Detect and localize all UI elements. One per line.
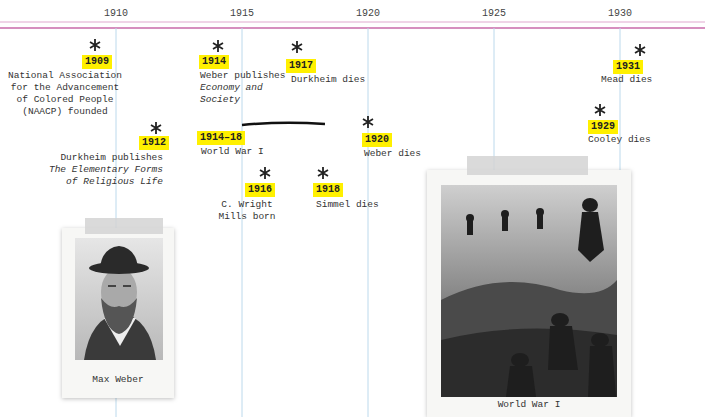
event-year: 1912 xyxy=(139,136,169,150)
asterisk xyxy=(213,40,223,52)
event-text: World War I xyxy=(201,146,264,158)
book-title: Economy and Society xyxy=(200,82,274,106)
war-span-bar xyxy=(242,123,325,125)
event-year: 1914 xyxy=(199,55,229,69)
event-text: Weber dies xyxy=(364,148,421,160)
event-text: Simmel dies xyxy=(316,199,379,211)
axis-year: 1925 xyxy=(474,8,514,20)
event-text: C. Wright Mills born xyxy=(216,199,278,223)
asterisk xyxy=(90,39,100,51)
event-year: 1920 xyxy=(362,133,392,147)
asterisk xyxy=(595,104,605,116)
weber-photo xyxy=(62,218,174,398)
event-text: Mead dies xyxy=(601,74,652,86)
event-text: Cooley dies xyxy=(588,134,651,146)
event-text: Weber publishes xyxy=(200,70,286,82)
axis-year: 1910 xyxy=(96,8,136,20)
event-asterisks xyxy=(90,39,645,179)
asterisk xyxy=(363,116,373,128)
asterisk xyxy=(151,122,161,134)
war-photo xyxy=(427,156,631,417)
event-year: 1914–18 xyxy=(197,131,245,145)
event-year: 1909 xyxy=(82,55,112,69)
photo-frame: Max Weber xyxy=(62,228,174,398)
event-year: 1917 xyxy=(286,59,316,73)
asterisk xyxy=(635,44,645,56)
event-text: Durkheim dies xyxy=(291,74,365,86)
asterisk xyxy=(292,41,302,53)
event-text: Durkheim publishes xyxy=(45,152,163,164)
event-year: 1918 xyxy=(313,183,343,197)
asterisk xyxy=(318,167,328,179)
tape xyxy=(85,218,163,234)
event-year: 1929 xyxy=(588,120,618,134)
tape xyxy=(467,156,588,175)
event-text: National Association for the Advancement… xyxy=(4,70,126,118)
photo-frame: World War I xyxy=(427,170,631,417)
event-year: 1931 xyxy=(613,60,643,74)
axis-year: 1915 xyxy=(222,8,262,20)
photo-caption: Max Weber xyxy=(92,374,143,386)
axis-year: 1920 xyxy=(348,8,388,20)
asterisk xyxy=(260,167,270,179)
axis-year: 1930 xyxy=(600,8,640,20)
event-year: 1916 xyxy=(245,183,275,197)
photo-caption: World War I xyxy=(498,399,561,411)
axis-lines xyxy=(0,22,705,417)
book-title: The Elementary Forms of Religious Life xyxy=(45,164,163,188)
